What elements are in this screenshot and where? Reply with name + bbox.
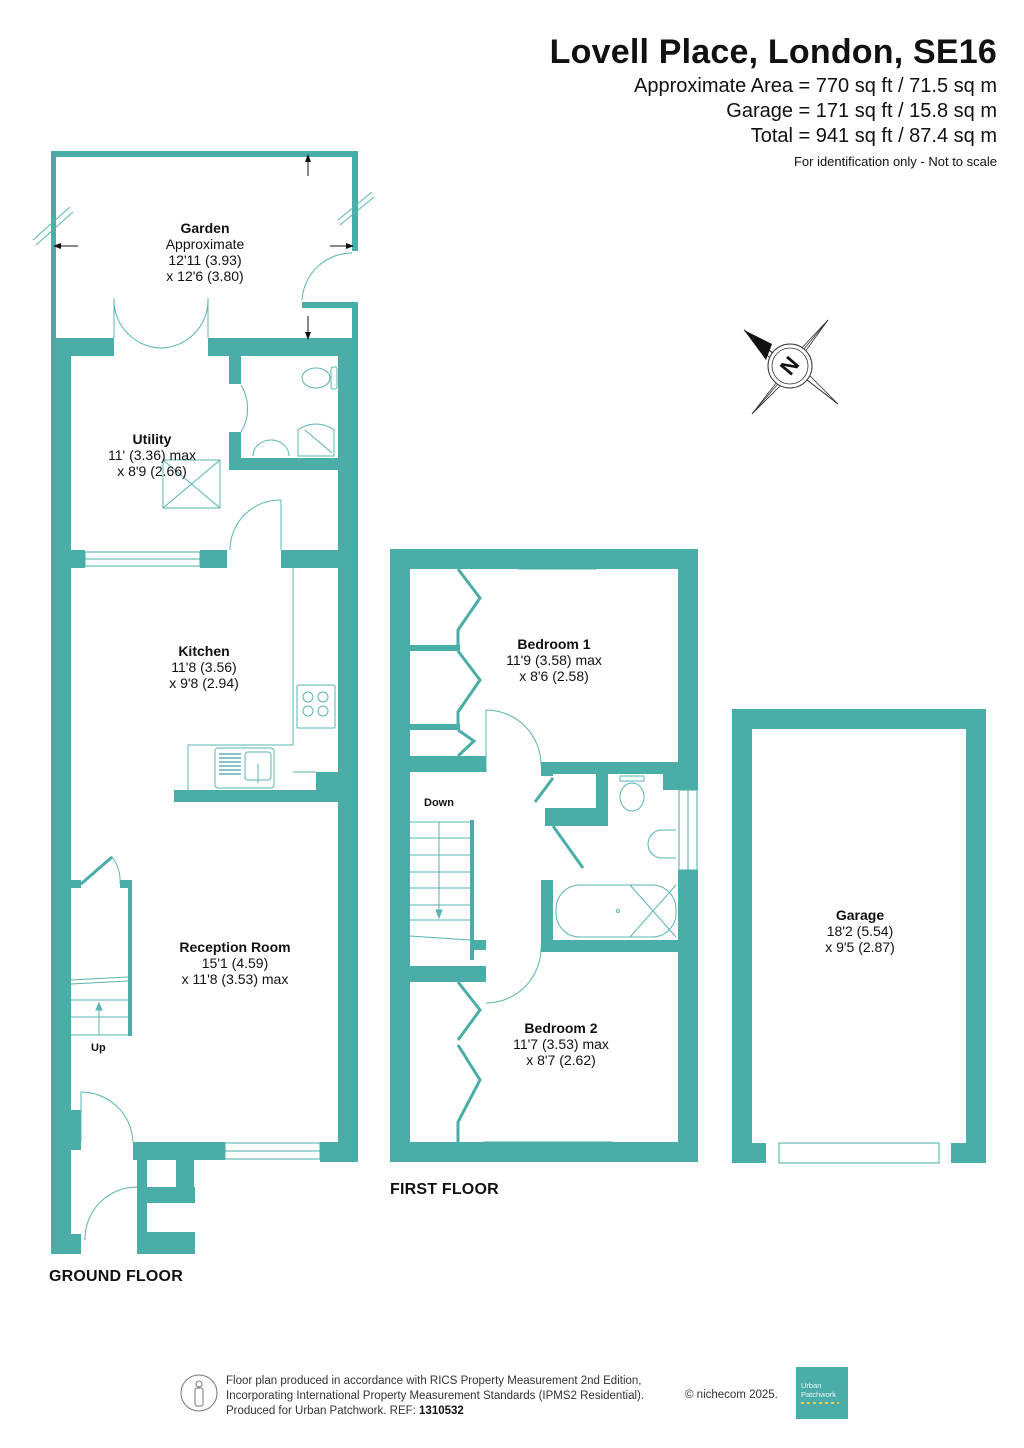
scale-note: For identification only - Not to scale	[793, 154, 997, 169]
first-floor-label: FIRST FLOOR	[390, 1181, 499, 1198]
footer-text: Floor plan produced in accordance with R…	[226, 1375, 645, 1417]
copyright: © nichecom 2025.	[685, 1389, 778, 1401]
stairs-down	[409, 821, 471, 941]
stairs-down-label: Down	[424, 797, 454, 809]
room-garage: Garage 18'2 (5.54) x 9'5 (2.87)	[825, 907, 895, 955]
reference-number: 1310532	[419, 1405, 464, 1417]
wardrobe-doors	[456, 568, 482, 1142]
room-bedroom-2: Bedroom 2 11'7 (3.53) max x 8'7 (2.62)	[513, 1020, 609, 1068]
room-bedroom-1: Bedroom 1 11'9 (3.58) max x 8'6 (2.58)	[506, 636, 602, 684]
kitchen-fixtures	[214, 684, 336, 789]
footer: Floor plan produced in accordance with R…	[180, 1366, 880, 1426]
wc-fixtures	[162, 366, 338, 509]
header: Lovell Place, London, SE16 Approximate A…	[550, 30, 997, 171]
walls-first-floor	[390, 549, 986, 1163]
room-reception: Reception Room 15'1 (4.59) x 11'8 (3.53)…	[179, 939, 291, 987]
room-kitchen: Kitchen 11'8 (3.56) x 9'8 (2.94)	[169, 643, 239, 691]
person-scale-icon	[180, 1374, 218, 1412]
room-garden: Garden Approximate 12'11 (3.93) x 12'6 (…	[165, 220, 245, 284]
brand-dots-decoration	[801, 1402, 839, 1404]
page-title: Lovell Place, London, SE16	[549, 33, 997, 71]
garden-boundary-arrows	[53, 154, 354, 340]
boundary-break-marks	[32, 191, 375, 246]
urban-patchwork-logo: Urban Patchwork	[796, 1367, 848, 1419]
approximate-area: Approximate Area = 770 sq ft / 71.5 sq m	[634, 75, 997, 97]
stairs-up-label: Up	[91, 1042, 106, 1054]
ground-floor-label: GROUND FLOOR	[49, 1268, 183, 1285]
door-swings	[80, 252, 542, 1241]
bathroom-fixtures	[533, 775, 677, 938]
garage-area: Garage = 171 sq ft / 15.8 sq m	[726, 100, 997, 122]
room-utility: Utility 11' (3.36) max x 8'9 (2.66)	[107, 431, 197, 479]
total-area: Total = 941 sq ft / 87.4 sq m	[750, 125, 997, 147]
compass-north-icon: N	[743, 319, 839, 415]
walls-ground-floor	[51, 151, 358, 1254]
